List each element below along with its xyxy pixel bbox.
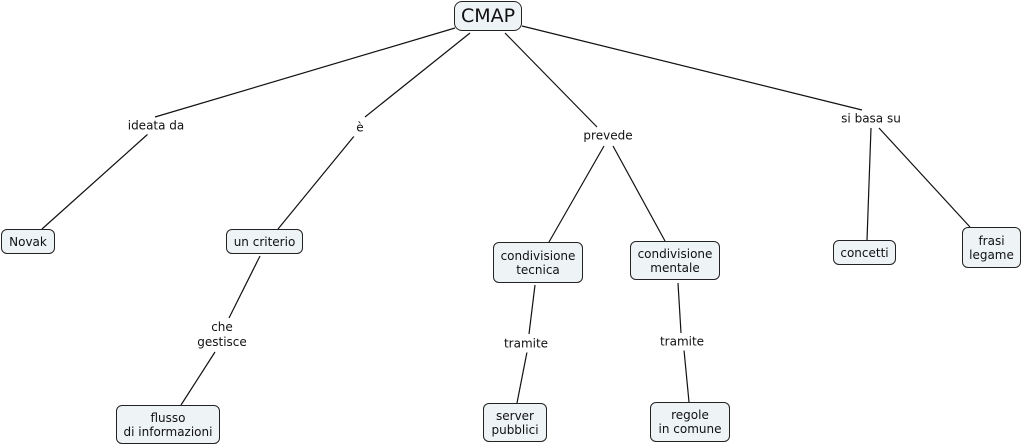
line-prevede-mentale — [612, 145, 666, 242]
link-e: è — [353, 119, 367, 137]
concept-frasi-legame[interactable]: frasi legame — [962, 227, 1021, 268]
concept-condivisione-mentale[interactable]: condivisione mentale — [630, 241, 720, 280]
line-root-prevede — [504, 32, 598, 128]
link-si-basa-su: si basa su — [838, 110, 904, 128]
link-tramite-mentale: tramite — [656, 333, 708, 351]
concept-un-criterio[interactable]: un criterio — [226, 229, 303, 254]
line-mentale-tramite — [677, 282, 682, 334]
concept-regole-in-comune[interactable]: regole in comune — [650, 402, 730, 442]
concept-concetti[interactable]: concetti — [833, 240, 896, 265]
link-ideata-da: ideata da — [124, 117, 188, 135]
line-tramite-server — [516, 351, 528, 404]
link-tramite-tecnica: tramite — [500, 335, 552, 353]
line-prevede-tecnica — [548, 145, 605, 243]
concept-condivisione-tecnica[interactable]: condivisione tecnica — [493, 242, 583, 283]
concept-novak[interactable]: Novak — [1, 229, 55, 254]
concept-server-pubblici[interactable]: server pubblici — [483, 403, 547, 442]
concept-flusso-di-informazioni[interactable]: flusso di informazioni — [116, 405, 220, 444]
line-che-flusso — [180, 351, 216, 406]
line-criterio-che — [228, 255, 261, 319]
line-basa-concetti — [866, 127, 872, 241]
line-root-basa — [521, 25, 863, 111]
link-che-gestisce: che gestisce — [194, 319, 250, 351]
line-root-ideata — [154, 27, 456, 118]
root-concept[interactable]: CMAP — [454, 1, 522, 31]
line-tramite-regole — [683, 349, 690, 403]
line-root-e — [364, 32, 471, 118]
line-tecnica-tramite — [528, 284, 536, 335]
link-prevede: prevede — [580, 127, 636, 145]
line-e-criterio — [277, 134, 356, 230]
line-basa-frasi — [878, 127, 971, 228]
line-ideata-novak — [41, 133, 149, 230]
